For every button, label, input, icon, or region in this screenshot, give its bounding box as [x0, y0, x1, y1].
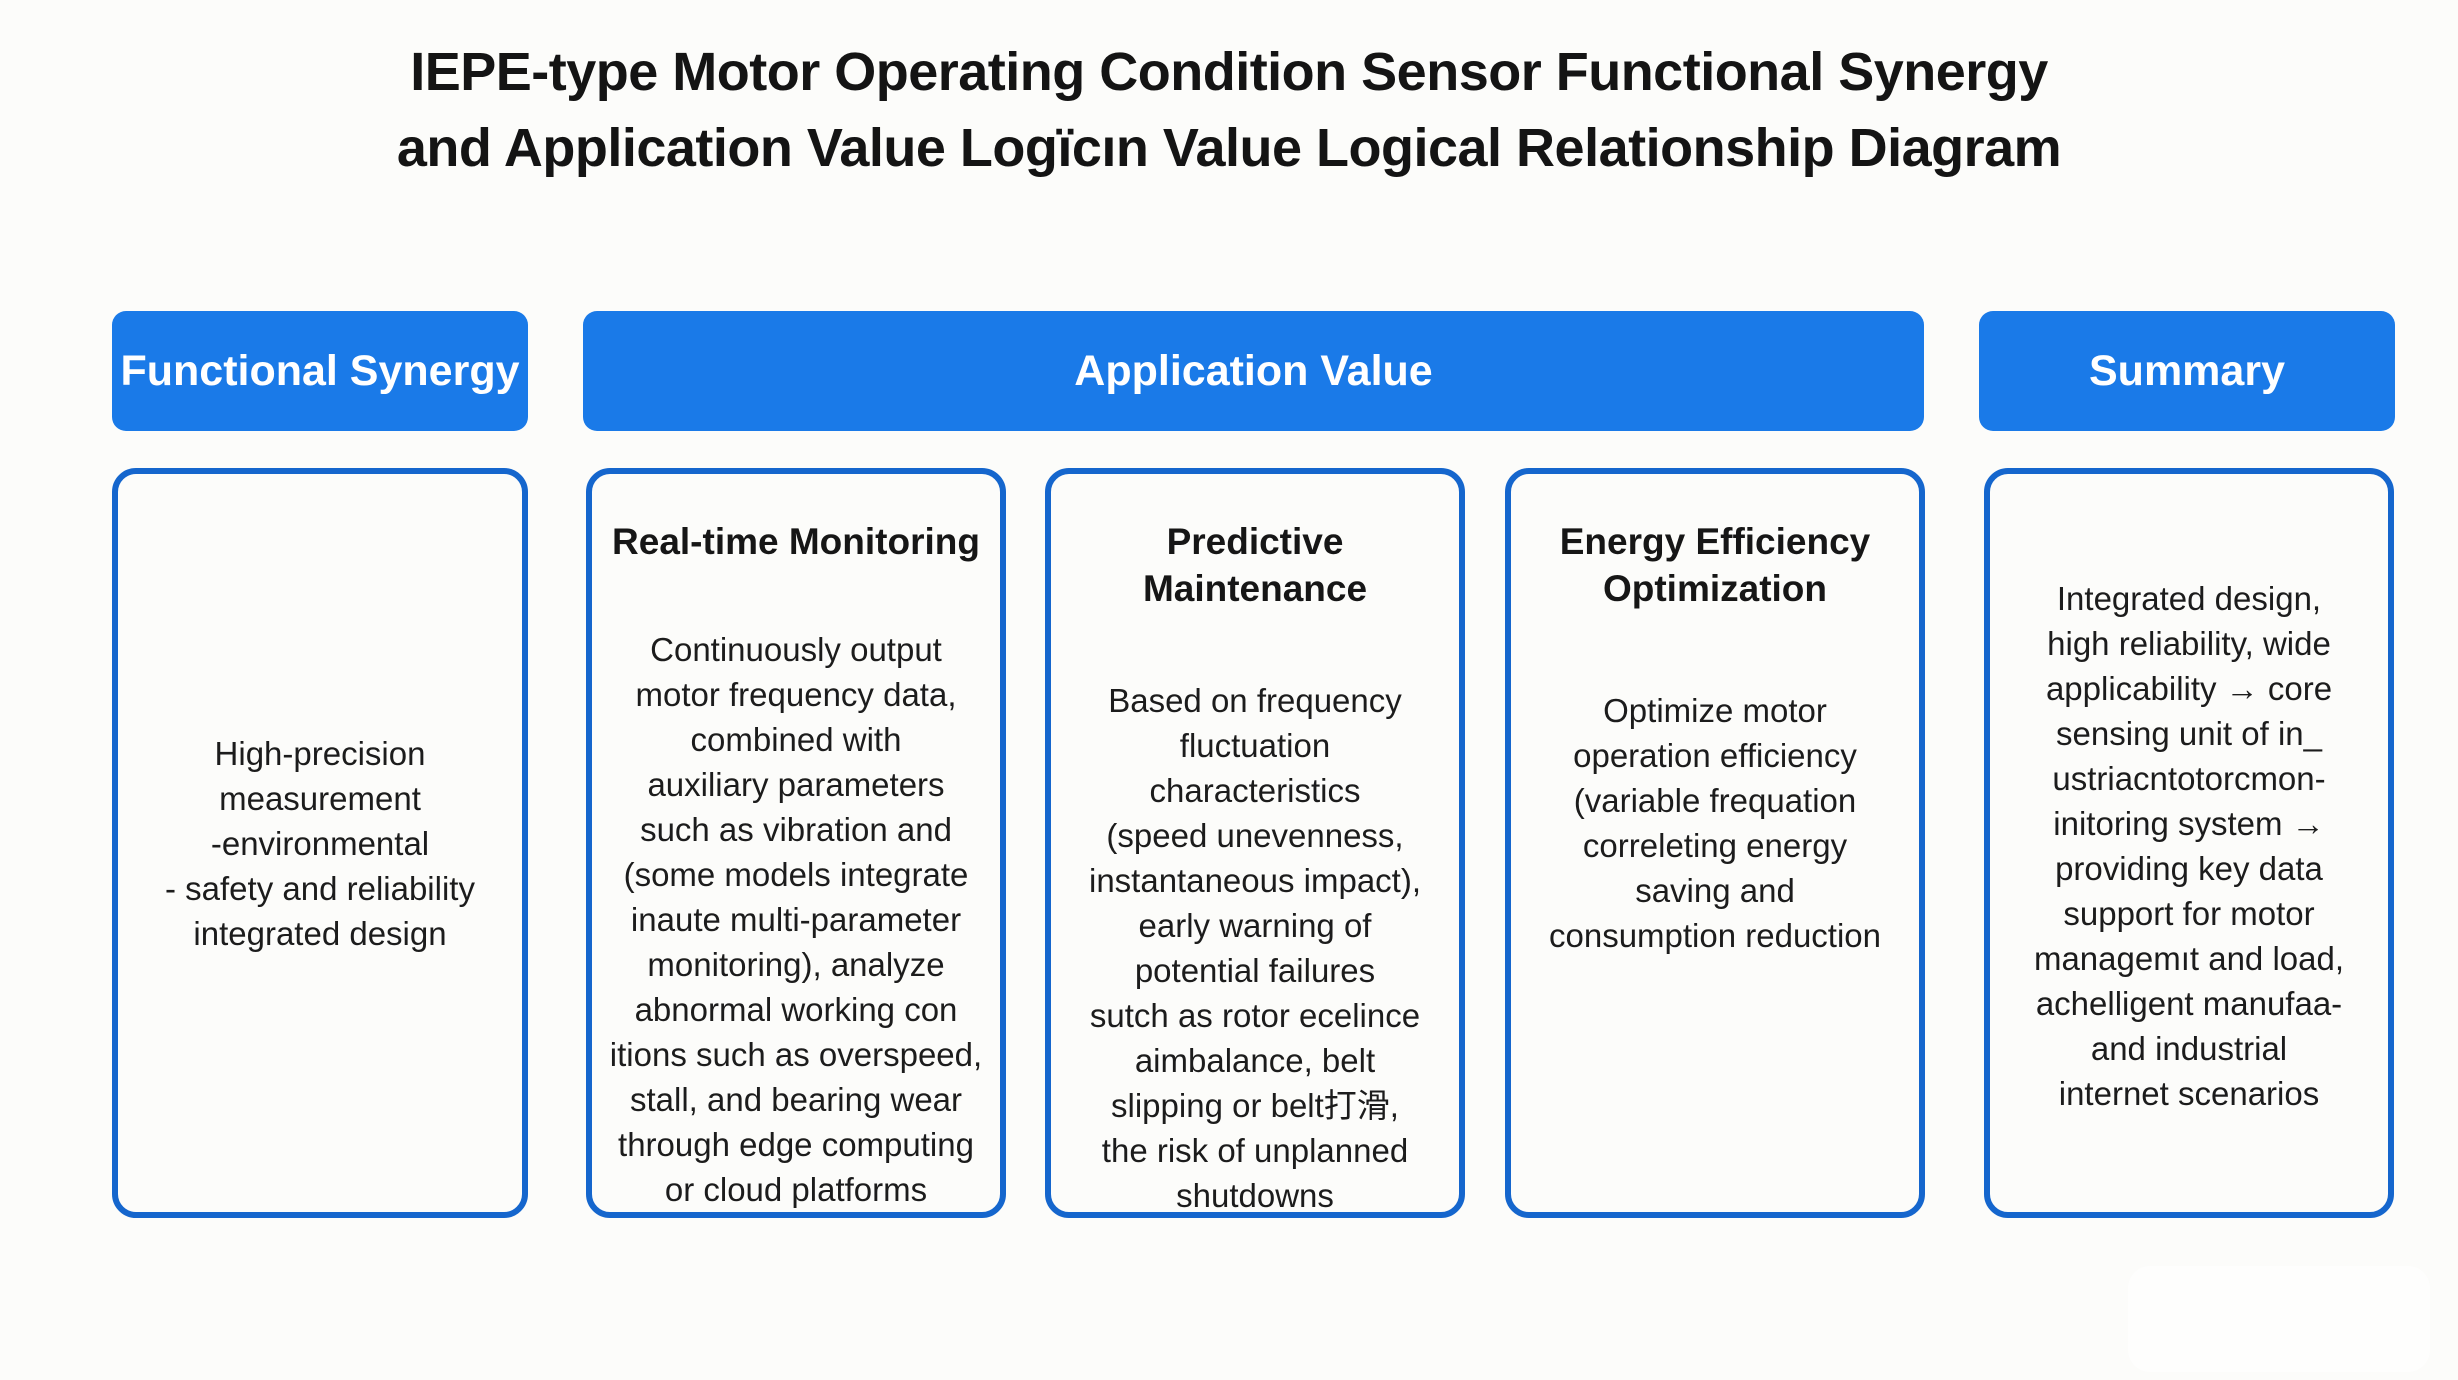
watermark-patch	[2128, 1266, 2430, 1372]
diagram-title-line2: and Application Value Logïcın Value Logi…	[396, 118, 2062, 178]
card-summary: Integrated design, high reliability, wid…	[1984, 468, 2394, 1218]
header-functional-synergy: Functional Synergy	[112, 311, 528, 431]
card-predictive-maintenance: Predictive Maintenance Based on frequenc…	[1045, 468, 1465, 1218]
card-energy-efficiency-optimization-text: Optimize motor operation efficiency (var…	[1548, 692, 1882, 954]
header-summary: Summary	[1979, 311, 2395, 431]
card-realtime-monitoring-title: Real-time Monitoring	[612, 521, 980, 562]
diagram-title: IEPE-type Motor Operating Condition Sens…	[0, 34, 2458, 186]
card-predictive-maintenance-title: Predictive Maintenance	[1142, 521, 1368, 609]
card-energy-efficiency-optimization-title: Energy Efficiency Optimization	[1559, 521, 1871, 609]
card-functional-synergy-text: High-precision measurement -environmenta…	[165, 734, 475, 952]
card-realtime-monitoring: Real-time Monitoring Continuously output…	[586, 468, 1006, 1218]
header-application-value: Application Value	[583, 311, 1924, 431]
diagram-title-line1: IEPE-type Motor Operating Condition Sens…	[410, 42, 2048, 102]
card-functional-synergy: High-precision measurement -environmenta…	[112, 468, 528, 1218]
card-energy-efficiency-optimization: Energy Efficiency Optimization Optimize …	[1505, 468, 1925, 1218]
card-predictive-maintenance-text: Based on frequency fluctuation character…	[1088, 682, 1421, 1214]
card-realtime-monitoring-text: Continuously output motor frequency data…	[609, 631, 983, 1208]
card-summary-text: Integrated design, high reliability, wid…	[2033, 580, 2345, 1112]
